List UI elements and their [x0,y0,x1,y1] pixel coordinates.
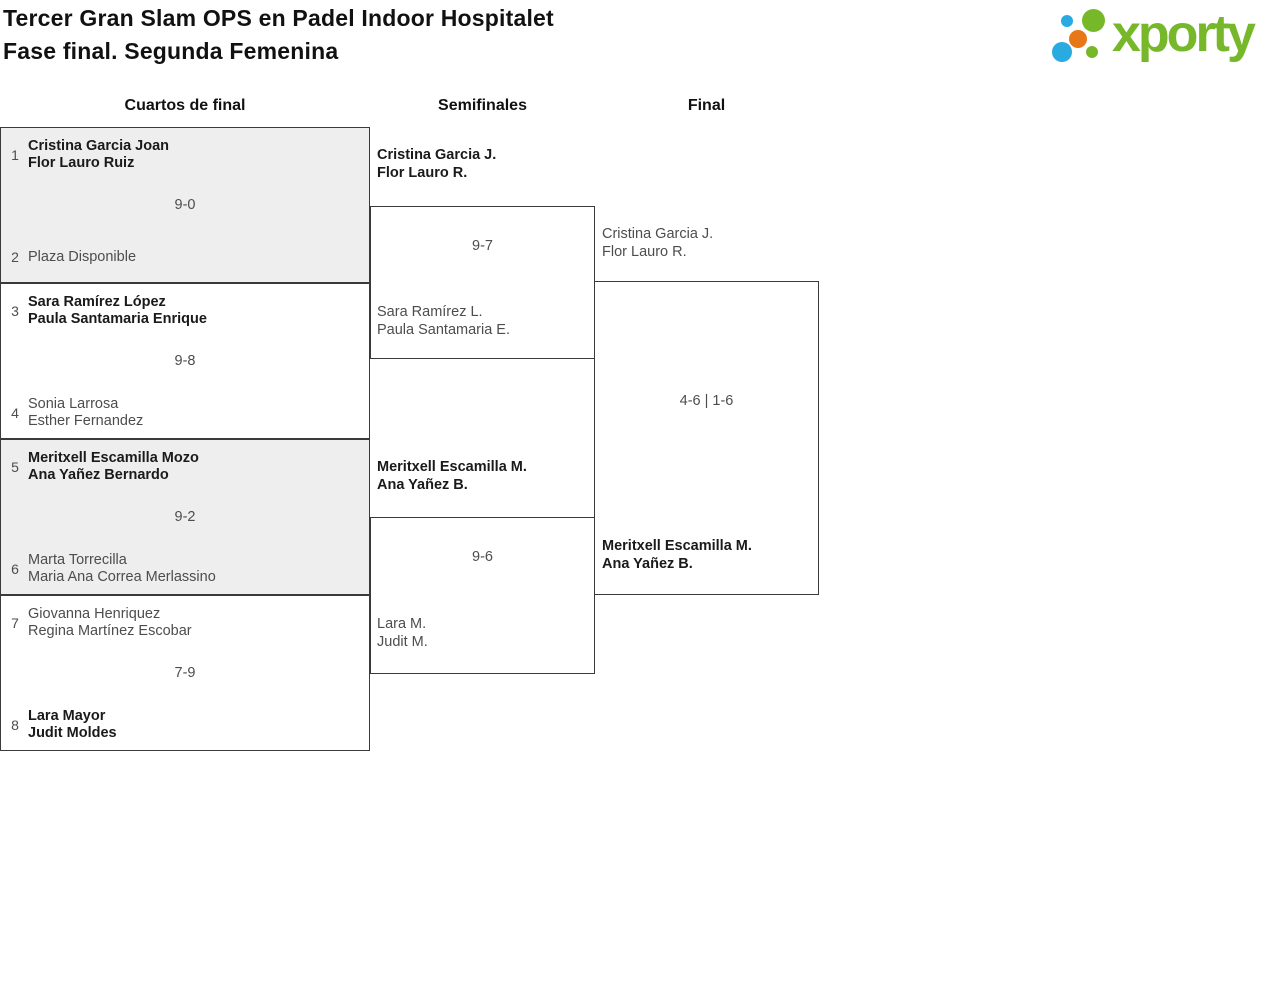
player-name: Cristina Garcia J. [602,226,714,242]
match-score: 9-2 [174,509,196,525]
phase-subtitle: Fase final. Segunda Femenina [3,38,339,64]
team-row: 5 Meritxell Escamilla Mozo Ana Yañez Ber… [7,450,359,484]
player-name: Esther Fernandez [28,413,144,429]
sf2-team2-names: Lara M. Judit M. [377,616,428,651]
player-name: Maria Ana Correa Merlassino [28,569,216,585]
logo-wordmark: xporty [1112,5,1256,63]
player-name: Lara M. [377,616,427,632]
team-names: Meritxell Escamilla Mozo Ana Yañez Berna… [28,450,199,484]
column-header-final: Final [687,97,726,114]
sf1-team1-names: Cristina Garcia J. Flor Lauro R. [377,147,496,182]
seed-number: 8 [11,717,19,733]
player-name: Cristina Garcia J. [377,147,497,163]
sf2-team1-names: Meritxell Escamilla M. Ana Yañez B. [377,459,527,494]
qf-match-3: 5 Meritxell Escamilla Mozo Ana Yañez Ber… [0,439,370,595]
seed-number: 3 [11,303,19,319]
team-row: 4 Sonia Larrosa Esther Fernandez [7,396,359,430]
team-names: Lara Mayor Judit Moldes [28,708,117,742]
player-name: Judit Moldes [28,725,117,741]
seed-number: 1 [11,147,19,163]
player-name: Sara Ramírez L. [377,304,483,320]
match-score: 7-9 [174,665,196,681]
player-name: Plaza Disponible [28,248,137,265]
player-name: Regina Martínez Escobar [28,623,192,639]
team-row: 3 Sara Ramírez López Paula Santamaria En… [7,294,359,328]
seed-number: 6 [11,561,19,577]
seed-number: 2 [11,249,19,265]
player-name: Lara Mayor [28,708,106,724]
team-names: Sonia Larrosa Esther Fernandez [28,396,143,430]
match-score: 9-0 [174,197,196,213]
team-row: 8 Lara Mayor Judit Moldes [7,708,359,742]
column-header-quarterfinals: Cuartos de final [124,97,246,114]
player-name: Ana Yañez Bernardo [28,467,169,483]
sf1-team2-names: Sara Ramírez L. Paula Santamaria E. [377,304,510,339]
player-name: Ana Yañez B. [602,555,693,572]
tournament-title: Tercer Gran Slam OPS en Padel Indoor Hos… [3,5,554,31]
team-names: Cristina Garcia Joan Flor Lauro Ruiz [28,138,169,172]
player-name: Cristina Garcia Joan [28,138,170,154]
player-name: Paula Santamaria Enrique [28,311,207,327]
qf-match-4: 7 Giovanna Henriquez Regina Martínez Esc… [0,595,370,751]
logo-dot-orange-icon [1069,30,1087,48]
sf1-score: 9-7 [472,238,493,254]
player-name: Giovanna Henriquez [28,606,161,622]
player-name: Flor Lauro Ruiz [28,155,135,171]
player-name: Ana Yañez B. [377,476,468,493]
player-name: Meritxell Escamilla M. [602,538,752,554]
team-row: 6 Marta Torrecilla Maria Ana Correa Merl… [7,552,359,586]
final-score: 4-6 | 1-6 [679,393,734,409]
team-row: 2 Plaza Disponible [7,240,359,274]
player-name: Flor Lauro R. [602,243,687,260]
player-name: Sonia Larrosa [28,396,119,412]
seed-number: 5 [11,459,19,475]
sf2-score: 9-6 [472,549,493,565]
sf-match-2-box [370,517,595,674]
team-names: Sara Ramírez López Paula Santamaria Enri… [28,294,207,328]
player-name: Marta Torrecilla [28,552,127,568]
qf-match-2: 3 Sara Ramírez López Paula Santamaria En… [0,283,370,439]
column-header-semifinals: Semifinales [438,97,527,114]
player-name: Judit M. [377,633,428,650]
page-title: Tercer Gran Slam OPS en Padel Indoor Hos… [3,2,554,68]
logo-dot-blue-small-icon [1061,15,1073,27]
team-names: Plaza Disponible [28,249,136,266]
match-score: 9-8 [174,353,196,369]
logo-dot-green-small-icon [1086,46,1098,58]
qf-match-1: 1 Cristina Garcia Joan Flor Lauro Ruiz 9… [0,127,370,283]
final-match-box [594,281,819,595]
player-name: Sara Ramírez López [28,294,166,310]
seed-number: 7 [11,615,19,631]
logo-dot-blue-big-icon [1052,42,1072,62]
final-team2-names: Meritxell Escamilla M. Ana Yañez B. [602,538,752,573]
final-team1-names: Cristina Garcia J. Flor Lauro R. [602,226,713,261]
team-names: Giovanna Henriquez Regina Martínez Escob… [28,606,192,640]
seed-number: 4 [11,405,19,421]
team-names: Marta Torrecilla Maria Ana Correa Merlas… [28,552,216,586]
player-name: Paula Santamaria E. [377,321,510,338]
xporty-logo: xporty [1050,0,1280,75]
team-row: 1 Cristina Garcia Joan Flor Lauro Ruiz [7,138,359,172]
player-name: Meritxell Escamilla M. [377,459,527,475]
player-name: Meritxell Escamilla Mozo [28,450,199,466]
logo-dot-green-big-icon [1082,9,1105,32]
player-name: Flor Lauro R. [377,164,468,181]
team-row: 7 Giovanna Henriquez Regina Martínez Esc… [7,606,359,640]
